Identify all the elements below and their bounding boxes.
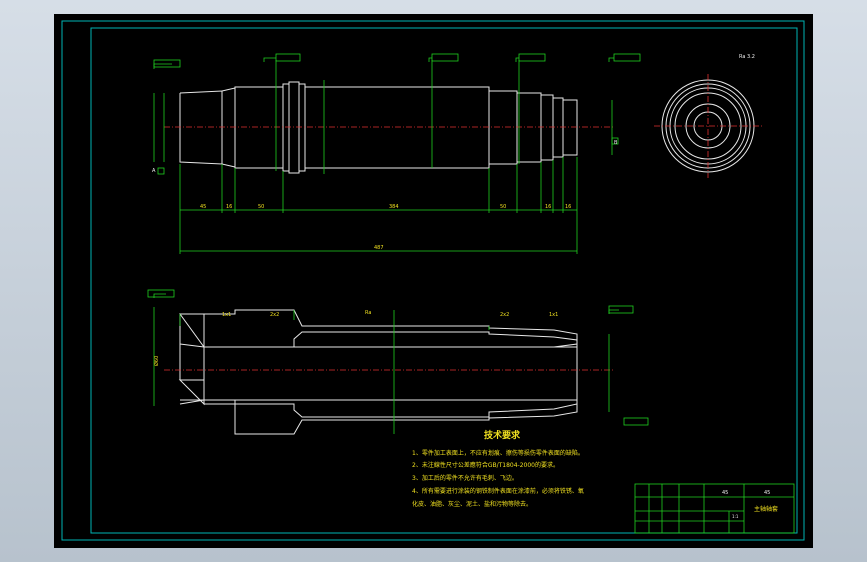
tech-req-title: 技术要求 xyxy=(484,429,521,441)
title-block: 45 45 主轴轴套 1:1 xyxy=(634,483,795,534)
outer-sheet-border xyxy=(61,20,805,541)
shaft-section-view xyxy=(164,309,614,435)
tech-req-item-2: 2、未注線性尺寸公差應符合GB/T1804-2000的要求。 xyxy=(412,461,559,469)
title-material: 45 xyxy=(722,490,728,496)
dim-seg5: 50 xyxy=(500,204,506,210)
dim-chamfer-1: 1x1 xyxy=(222,312,231,318)
drawing-viewport[interactable]: 45 16 50 384 50 16 16 487 Ra 3.2 xyxy=(54,14,813,548)
roughness-note: Ra 3.2 xyxy=(739,54,755,60)
tech-req-item-3: 3、加工后的零件不允许有毛刺、飞边。 xyxy=(412,474,518,482)
dim-chamfer-2: 2x2 xyxy=(270,312,279,318)
section-label: Ra xyxy=(365,310,371,316)
inner-sheet-border xyxy=(90,27,798,534)
dim-seg3: 50 xyxy=(258,204,264,210)
dim-seg7: 16 xyxy=(565,204,571,210)
shaft-end-view xyxy=(654,74,762,178)
dim-chamfer-4: 1x1 xyxy=(549,312,558,318)
section-mark-a: A xyxy=(152,168,156,174)
dim-bore: Ø60 xyxy=(153,356,160,366)
technical-requirements: 技术要求 1、零件加工表面上，不应有划痕、擦伤等损伤零件表面的缺陷。 2、未注線… xyxy=(412,429,584,508)
dim-seg4: 384 xyxy=(389,204,399,210)
tech-req-item-5: 化皮、油脂、灰尘、泥土、盐和污物等除去。 xyxy=(412,500,532,508)
section-mark-b: B xyxy=(614,140,618,146)
top-view-dimensions: 45 16 50 384 50 16 16 487 xyxy=(153,53,641,254)
shaft-exterior-view xyxy=(163,81,614,174)
section-dimensions: 1x1 2x2 2x2 1x1 Ra Ø60 A B xyxy=(147,140,649,434)
dim-seg1: 45 xyxy=(200,204,206,210)
drawing-canvas: 45 16 50 384 50 16 16 487 Ra 3.2 xyxy=(61,20,805,541)
dim-seg2: 16 xyxy=(226,204,232,210)
dim-seg6: 16 xyxy=(545,204,551,210)
title-part-name: 主轴轴套 xyxy=(754,505,778,513)
dim-total: 487 xyxy=(374,245,384,251)
tech-req-item-4: 4、所有需要进行涂装的钢铁制件表面在涂漆前，必须将铁锈、氧 xyxy=(412,487,584,495)
title-scale: 1:1 xyxy=(732,514,739,519)
title-code: 45 xyxy=(764,490,770,496)
tech-req-item-1: 1、零件加工表面上，不应有划痕、擦伤等损伤零件表面的缺陷。 xyxy=(412,449,584,457)
dim-chamfer-3: 2x2 xyxy=(500,312,509,318)
